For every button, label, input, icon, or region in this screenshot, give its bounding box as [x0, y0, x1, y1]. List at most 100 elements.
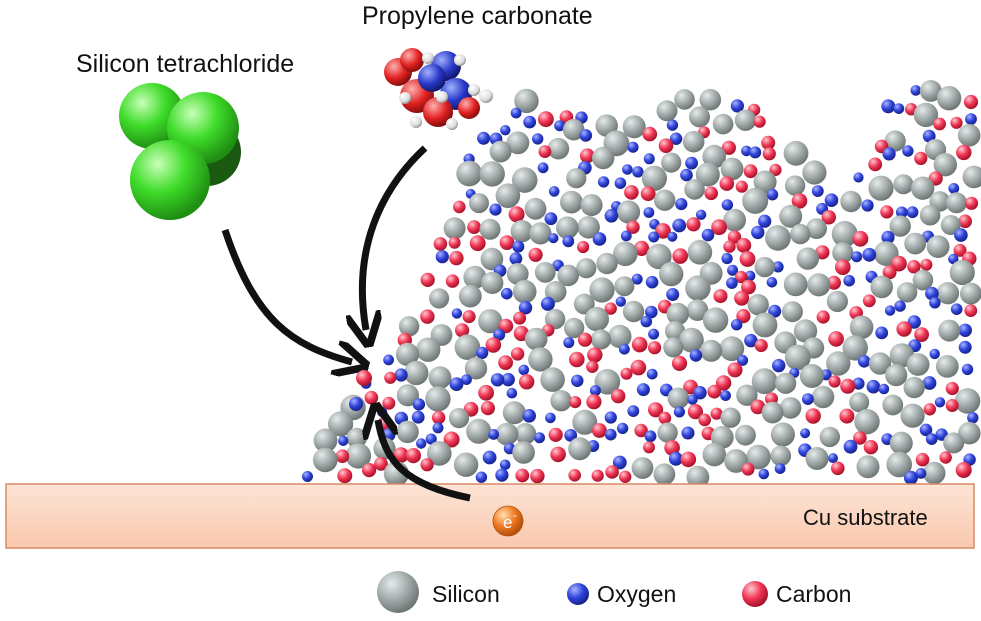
oxygen-particle — [643, 207, 655, 218]
silicon-particle — [734, 109, 757, 131]
oxygen-particle — [726, 277, 738, 289]
silicon-particle — [443, 217, 466, 240]
oxygen-particle — [666, 288, 680, 301]
silicon-particle — [936, 282, 960, 305]
oxygen-particle — [689, 349, 703, 362]
silicon-particle — [572, 409, 598, 435]
carbon-particle — [821, 210, 836, 225]
oxygen-particle — [622, 164, 633, 175]
electron-symbol: e — [503, 513, 512, 532]
silicon-particle — [770, 422, 795, 447]
oxygen-particle — [537, 162, 549, 174]
silicon-particle — [479, 161, 505, 187]
oxygen-particle — [772, 358, 786, 373]
carbon-particle — [727, 230, 742, 244]
silicon-particle — [685, 275, 711, 301]
carbon-particle — [915, 452, 930, 467]
silicon-particle — [962, 165, 981, 189]
silicon-particle — [912, 269, 934, 291]
silicon-particle — [806, 218, 827, 240]
oxygen-particle — [701, 228, 715, 242]
silicon-particle — [889, 431, 913, 455]
oxygen-particle — [730, 99, 745, 113]
silicon-particle — [453, 452, 479, 477]
carbon-particle — [828, 331, 844, 347]
carbon-particle — [761, 135, 776, 150]
carbon-particle — [591, 469, 604, 482]
carbon-particle — [469, 235, 486, 252]
oxygen-particle — [646, 368, 658, 380]
silicon-particle — [826, 351, 851, 376]
oxygen-particle — [862, 247, 877, 262]
oxygen-particle — [488, 429, 499, 440]
silicon-particle — [679, 327, 704, 353]
carbon-particle — [721, 140, 737, 155]
silicon-particle — [663, 337, 684, 358]
oxygen-particle — [640, 315, 653, 328]
oxygen-particle — [615, 296, 626, 307]
carbon-particle — [569, 396, 582, 409]
label-cu-substrate: Cu substrate — [803, 505, 928, 530]
silicon-particle — [479, 218, 501, 240]
oxygen-particle — [604, 411, 617, 424]
silicon-particle — [560, 190, 583, 214]
carbon-particle — [715, 375, 732, 391]
oxygen-particle — [476, 346, 489, 359]
silicon-particle — [614, 276, 635, 297]
carbon-particle — [648, 402, 664, 418]
carbon-particle — [891, 255, 907, 272]
oxygen-particle — [673, 406, 686, 418]
oxygen-particle — [620, 230, 632, 242]
silicon-particle — [911, 176, 935, 200]
oxygen-particle — [843, 274, 855, 287]
carbon-particle — [939, 451, 952, 464]
oxygen-particle — [636, 383, 650, 397]
silicon-particle — [562, 118, 585, 141]
carbon-particle — [374, 457, 388, 471]
carbon-particle — [462, 310, 476, 324]
oxygen-particle — [416, 438, 427, 449]
oxygen-particle — [687, 394, 698, 405]
carbon-particle — [914, 327, 929, 342]
silicon-particle — [667, 387, 690, 410]
carbon-particle — [634, 240, 650, 256]
carbon-particle — [550, 446, 566, 463]
carbon-particle — [443, 431, 460, 448]
carbon-particle — [640, 186, 656, 202]
carbon-particle — [835, 259, 851, 276]
silicon-particle — [854, 409, 880, 435]
silicon-particle — [790, 223, 811, 245]
oxygen-particle — [907, 315, 921, 329]
carbon-particle — [958, 214, 972, 229]
oxygen-particle — [772, 261, 784, 273]
silicon-particle — [752, 312, 778, 338]
oxygen-particle — [518, 301, 533, 315]
oxygen-particle — [532, 133, 544, 145]
carbon-particle — [478, 384, 494, 401]
silicon-particle — [781, 301, 803, 323]
silicon-particle — [687, 240, 713, 265]
silicon-particle — [427, 441, 452, 466]
silicon-particle — [674, 89, 695, 110]
silicon-particle — [396, 420, 419, 444]
oxygen-particle — [506, 387, 518, 399]
silicon-particle — [958, 421, 981, 445]
silicon-particle — [699, 88, 722, 111]
silicon-particle — [742, 187, 769, 214]
carbon-particle — [364, 390, 379, 405]
silicon-particle — [949, 259, 975, 286]
carbon-particle — [586, 360, 599, 373]
carbon-particle — [579, 148, 595, 164]
carbon-particle — [587, 347, 603, 363]
oxygen-particle — [967, 412, 979, 424]
oxygen-particle — [903, 470, 918, 485]
oxygen-particle — [493, 328, 506, 341]
electron-charge: - — [513, 508, 517, 522]
silicon-particle — [686, 465, 710, 489]
silicon-particle — [510, 220, 533, 243]
carbon-particle — [831, 461, 845, 476]
carbon-particle — [467, 220, 481, 235]
silicon-particle — [524, 197, 547, 220]
carbon-particle — [743, 164, 758, 179]
legend-silicon-label: Silicon — [432, 581, 500, 607]
